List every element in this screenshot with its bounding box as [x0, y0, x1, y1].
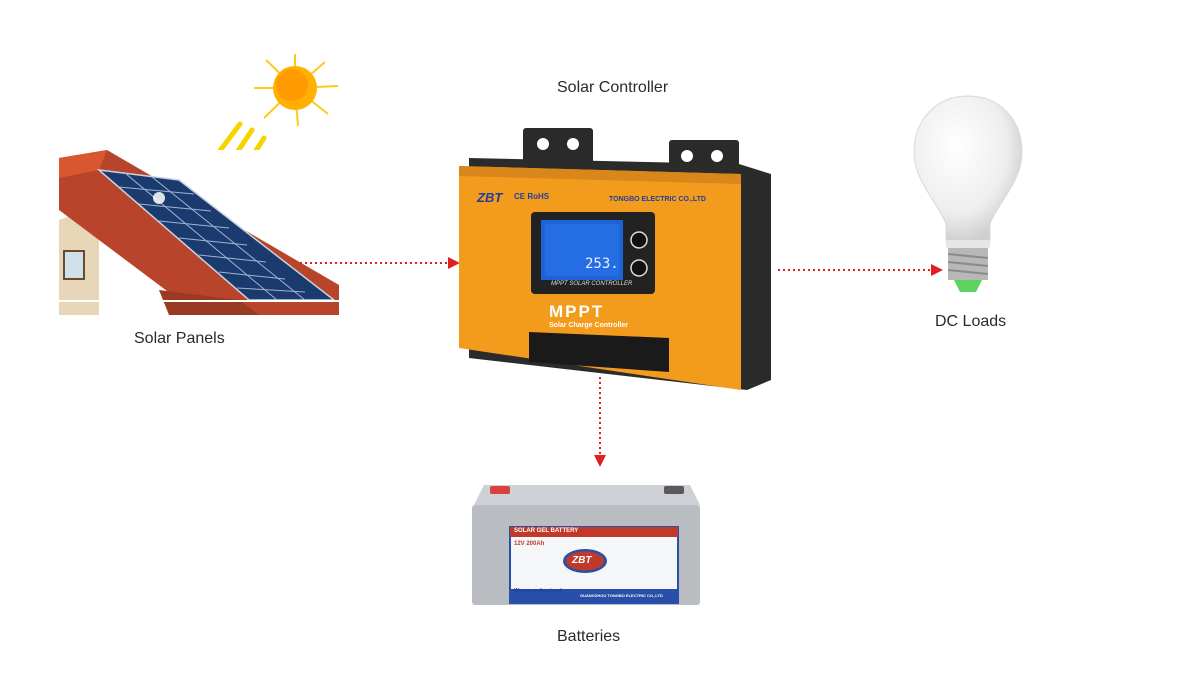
- controller-maker: TONGBO ELECTRIC CO.,LTD: [609, 196, 706, 203]
- lcd-caption: MPPT SOLAR CONTROLLER: [551, 281, 633, 287]
- battery-icon: [472, 485, 700, 605]
- arrow-controller-to-loads: [778, 264, 943, 276]
- controller-subtitle: Solar Charge Controller: [549, 322, 628, 329]
- battery: SOLAR GEL BATTERY 12V 200Ah ZBT We are p…: [470, 483, 702, 608]
- battery-spec: 12V 200Ah: [514, 541, 545, 547]
- battery-maker: GUANGZHOU TONGBO ELECTRIC CO.,LTD: [580, 593, 663, 598]
- dc-loads-label: DC Loads: [935, 313, 1007, 330]
- solar-house-icon: [59, 150, 339, 315]
- controller-marks: CE RoHS: [514, 192, 550, 201]
- controller-brand: ZBT: [477, 190, 503, 205]
- arrow-controller-to-batteries: [594, 377, 606, 467]
- charge-controller-icon: [459, 128, 771, 390]
- charge-controller: ZBT CE RoHS TONGBO ELECTRIC CO.,LTD 253.…: [459, 128, 771, 390]
- arrow-panels-to-controller: [300, 257, 460, 269]
- lcd-display-value: 253.: [585, 256, 619, 272]
- light-bulb-icon: [913, 95, 1023, 292]
- battery-slogan: We are professional: [514, 588, 562, 594]
- batteries-label: Batteries: [557, 628, 621, 645]
- solar-panels-label: Solar Panels: [134, 330, 225, 347]
- controller-model: MPPT: [549, 302, 605, 321]
- battery-title: SOLAR GEL BATTERY: [514, 528, 579, 534]
- battery-brand: ZBT: [572, 555, 592, 566]
- solar-controller-label: Solar Controller: [557, 79, 669, 96]
